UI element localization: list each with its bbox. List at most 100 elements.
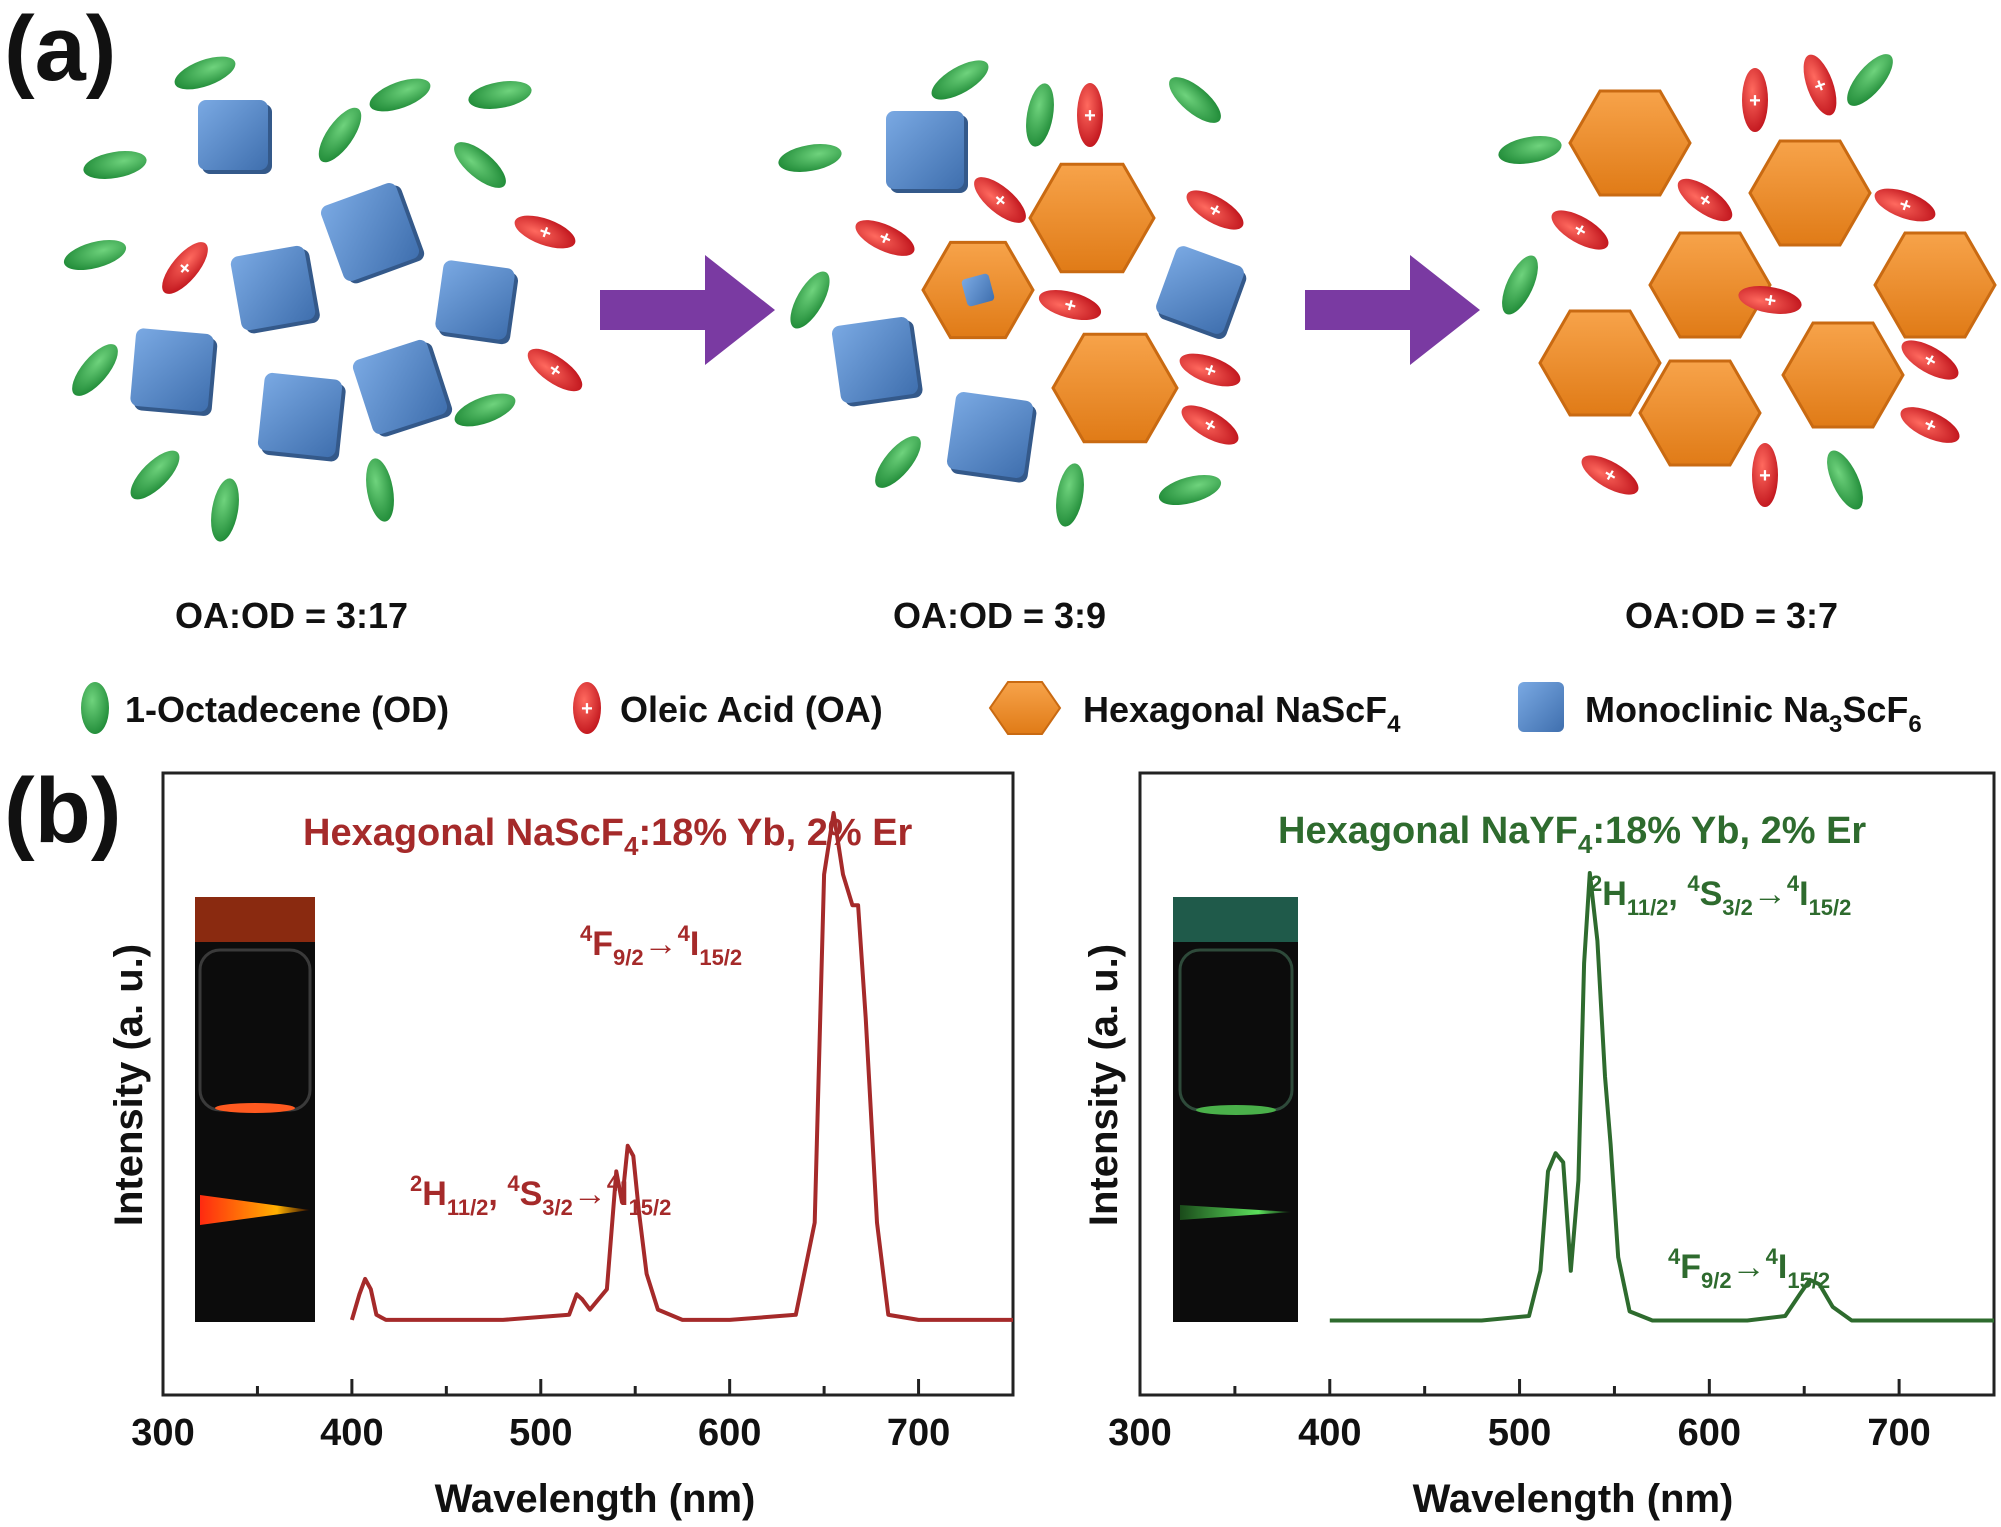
oa-molecule: + [162,242,208,294]
nascf4-hexagon [1648,231,1772,339]
svg-text:+: + [1059,297,1083,314]
x-tick-label: 600 [698,1412,761,1454]
annotation-4f92-left: 4F9/2→4I15/2 [580,921,742,970]
svg-text:+: + [1749,90,1761,112]
x-axis-title-left: Wavelength (nm) [435,1477,756,1521]
od-molecule [1158,474,1222,506]
na3scf6-cube [230,245,320,334]
nascf4-hexagon [1538,309,1662,417]
legend-oa-label: Oleic Acid (OA) [620,689,883,730]
x-tick-label: 500 [509,1412,572,1454]
od-molecule [468,81,532,109]
x-ticks-right: 300 400 500 600 700 [1108,1379,1996,1454]
y-axis-title-left: Intensity (a. u.) [107,944,151,1226]
nascf4-hexagon [1028,162,1156,274]
od-molecule [1169,77,1221,123]
ratio-label-3: OA:OD = 3:7 [1625,595,1838,636]
oa-molecule: + [1677,178,1733,222]
oa-molecule: + [1738,286,1802,314]
oa-molecule: + [514,215,576,249]
x-tick-label: 600 [1678,1412,1741,1454]
od-molecule [790,271,830,329]
oa-molecule: + [1181,405,1239,445]
na3scf6-cube [946,391,1037,483]
oa-molecule: + [527,348,583,392]
x-tick-label: 700 [1867,1412,1930,1454]
nucleation-scene: ++++++++++++++++++++ [63,54,1997,542]
od-molecule [211,478,239,542]
svg-text:+: + [581,698,593,720]
od-molecule [1056,463,1084,527]
legend-mono-label: Monoclinic Na3ScF6 [1585,689,1922,738]
od-molecule [130,450,180,500]
na3scf6-cube [198,100,272,174]
x-axis-title-right: Wavelength (nm) [1413,1477,1734,1521]
ratio-label-2: OA:OD = 3:9 [893,595,1106,636]
plot-frame-left [161,771,1015,1397]
oa-molecule: + [1581,455,1639,495]
legend-od-icon [81,682,109,734]
od-molecule [369,78,431,112]
annotation-2h112-left: 2H11/2, 4S3/2→4I15/2 [410,1171,671,1220]
transition-arrow-1 [600,255,775,365]
od-molecule [174,56,236,90]
na3scf6-cube [352,339,453,437]
nascf4-hexagon [1051,332,1179,444]
photo-inset-green [1173,897,1298,1322]
x-ticks-left: 300 400 500 600 700 [131,1379,1015,1454]
od-molecule [778,144,842,172]
chart-title-left: Hexagonal NaScF4:18% Yb, 2% Er [303,812,913,861]
ratio-label-1: OA:OD = 3:17 [175,595,408,636]
oa-molecule: + [1551,210,1609,250]
y-axis-title-right: Intensity (a. u.) [1082,944,1126,1226]
legend: 1-Octadecene (OD) + Oleic Acid (OA) Hexa… [81,681,1922,738]
od-molecule [83,151,147,179]
od-molecule [454,393,516,427]
x-tick-label: 300 [131,1412,194,1454]
od-molecule [366,458,394,522]
oa-molecule: + [1186,190,1244,230]
annotation-4f92-right: 4F9/2→4I15/2 [1668,1244,1830,1293]
oa-molecule: + [1874,188,1936,222]
series-line-nascf4 [349,811,1013,1322]
oa-molecule: + [1752,443,1778,507]
na3scf6-cube [130,328,218,416]
na3scf6-cube [1156,246,1247,340]
legend-od-label: 1-Octadecene (OD) [125,689,449,730]
na3scf6-cube [257,372,346,462]
oa-molecule: + [1901,340,1959,380]
svg-text:+: + [1759,293,1783,308]
na3scf6-cube [320,182,425,284]
svg-text:+: + [1759,465,1771,487]
plot-frame-right [1138,771,1996,1397]
x-tick-label: 700 [887,1412,950,1454]
legend-oa-icon: + [573,682,601,734]
svg-text:+: + [1084,105,1096,127]
od-molecule [1502,255,1538,315]
oa-molecule: + [1742,68,1768,132]
oa-molecule: + [1900,407,1960,443]
x-tick-label: 400 [320,1412,383,1454]
spectrum-chart-nascf4: Hexagonal NaScF4:18% Yb, 2% Er 300 400 500… [107,771,1015,1521]
na3scf6-cube [435,260,519,345]
x-tick-label: 500 [1488,1412,1551,1454]
panel-b-label: (b) [4,760,121,862]
legend-hex-icon [988,681,1062,735]
panel-a-label: (a) [4,0,116,100]
transition-arrow-2 [1305,255,1480,365]
od-molecule [931,60,989,100]
od-molecule [454,142,506,188]
nascf4-hexagon [1568,89,1692,197]
oa-molecule: + [855,220,915,256]
nascf4-hexagon [1781,321,1905,429]
x-tick-label: 300 [1108,1412,1171,1454]
photo-inset-red [195,897,315,1322]
oa-molecule: + [1038,289,1102,321]
na3scf6-cube [831,316,923,407]
x-tick-label: 400 [1298,1412,1361,1454]
nascf4-hexagon [1748,139,1872,247]
series-line-nayf4 [1329,871,1994,1323]
od-molecule [72,344,118,396]
